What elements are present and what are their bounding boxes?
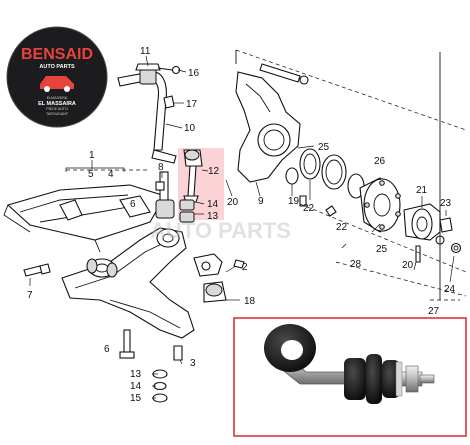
watermark-text: AUTO PARTS bbox=[150, 218, 291, 243]
callout-12: 12 bbox=[208, 166, 220, 177]
callout-6-lower: 6 bbox=[104, 344, 110, 355]
callout-28: 28 bbox=[350, 259, 362, 270]
callout-14-lower: 14 bbox=[130, 381, 142, 392]
callout-24: 24 bbox=[444, 284, 456, 295]
leader-lines bbox=[29, 55, 455, 399]
logo-address-3: PIECE AUTO bbox=[46, 107, 68, 111]
callout-18: 18 bbox=[244, 296, 256, 307]
callout-1-top: 1 bbox=[89, 150, 95, 161]
callout-2: 2 bbox=[242, 262, 248, 273]
callout-20-right: 20 bbox=[402, 260, 414, 271]
callout-4: 4 bbox=[108, 169, 114, 180]
callout-16: 16 bbox=[188, 68, 200, 79]
coupling-rod bbox=[178, 148, 224, 220]
callout-22-left: 22 bbox=[303, 203, 315, 214]
product-coupling-rod bbox=[264, 324, 435, 404]
callout-7: 7 bbox=[27, 290, 33, 301]
callout-14-upper: 14 bbox=[207, 199, 219, 210]
callout-25-upper: 25 bbox=[318, 142, 330, 153]
callout-13-lower: 13 bbox=[130, 369, 142, 380]
callout-6-upper: 6 bbox=[130, 199, 136, 210]
callout-27: 27 bbox=[428, 306, 440, 317]
wheel-bearing-housing bbox=[235, 63, 309, 183]
callout-5: 5 bbox=[88, 169, 94, 180]
reference-lines bbox=[66, 49, 467, 301]
hub-assembly bbox=[285, 148, 462, 263]
callout-9: 9 bbox=[258, 196, 264, 207]
logo-address-2: EL MASSAIRA bbox=[38, 101, 76, 107]
logo-address-4: TAROUDANT bbox=[46, 112, 69, 116]
hardware bbox=[23, 181, 183, 403]
callout-26: 26 bbox=[374, 156, 386, 167]
logo-tagline: AUTO PARTS bbox=[39, 64, 75, 70]
stabilizer-bar bbox=[117, 63, 181, 164]
callout-20-left: 20 bbox=[227, 197, 239, 208]
callout-15: 15 bbox=[130, 393, 142, 404]
callout-10: 10 bbox=[184, 123, 196, 134]
logo-brand: BENSAID bbox=[21, 46, 93, 63]
logo-address-1: ELMASSIRA bbox=[47, 96, 68, 100]
callout-19: 19 bbox=[288, 196, 300, 207]
callout-25-lower: 25 bbox=[376, 244, 388, 255]
subframe bbox=[3, 184, 166, 253]
callout-23: 23 bbox=[440, 198, 452, 209]
callout-8: 8 bbox=[158, 162, 164, 173]
brand-logo: BENSAID AUTO PARTS ELMASSIRA EL MASSAIRA… bbox=[6, 26, 108, 128]
callout-22-right: 22 bbox=[336, 222, 348, 233]
inset-photo bbox=[233, 317, 467, 437]
callouts: 11 16 17 10 1 5 4 12 8 14 13 20 9 25 19 … bbox=[27, 46, 456, 404]
control-arm bbox=[61, 227, 195, 339]
callout-11: 11 bbox=[140, 46, 151, 57]
ball-joint bbox=[193, 253, 245, 303]
callout-17: 17 bbox=[186, 99, 198, 110]
callout-13-upper: 13 bbox=[207, 211, 219, 222]
callout-3: 3 bbox=[190, 358, 196, 369]
callout-21: 21 bbox=[416, 185, 428, 196]
callout-1-bracket bbox=[65, 167, 125, 172]
logo-car-icon bbox=[40, 76, 74, 92]
